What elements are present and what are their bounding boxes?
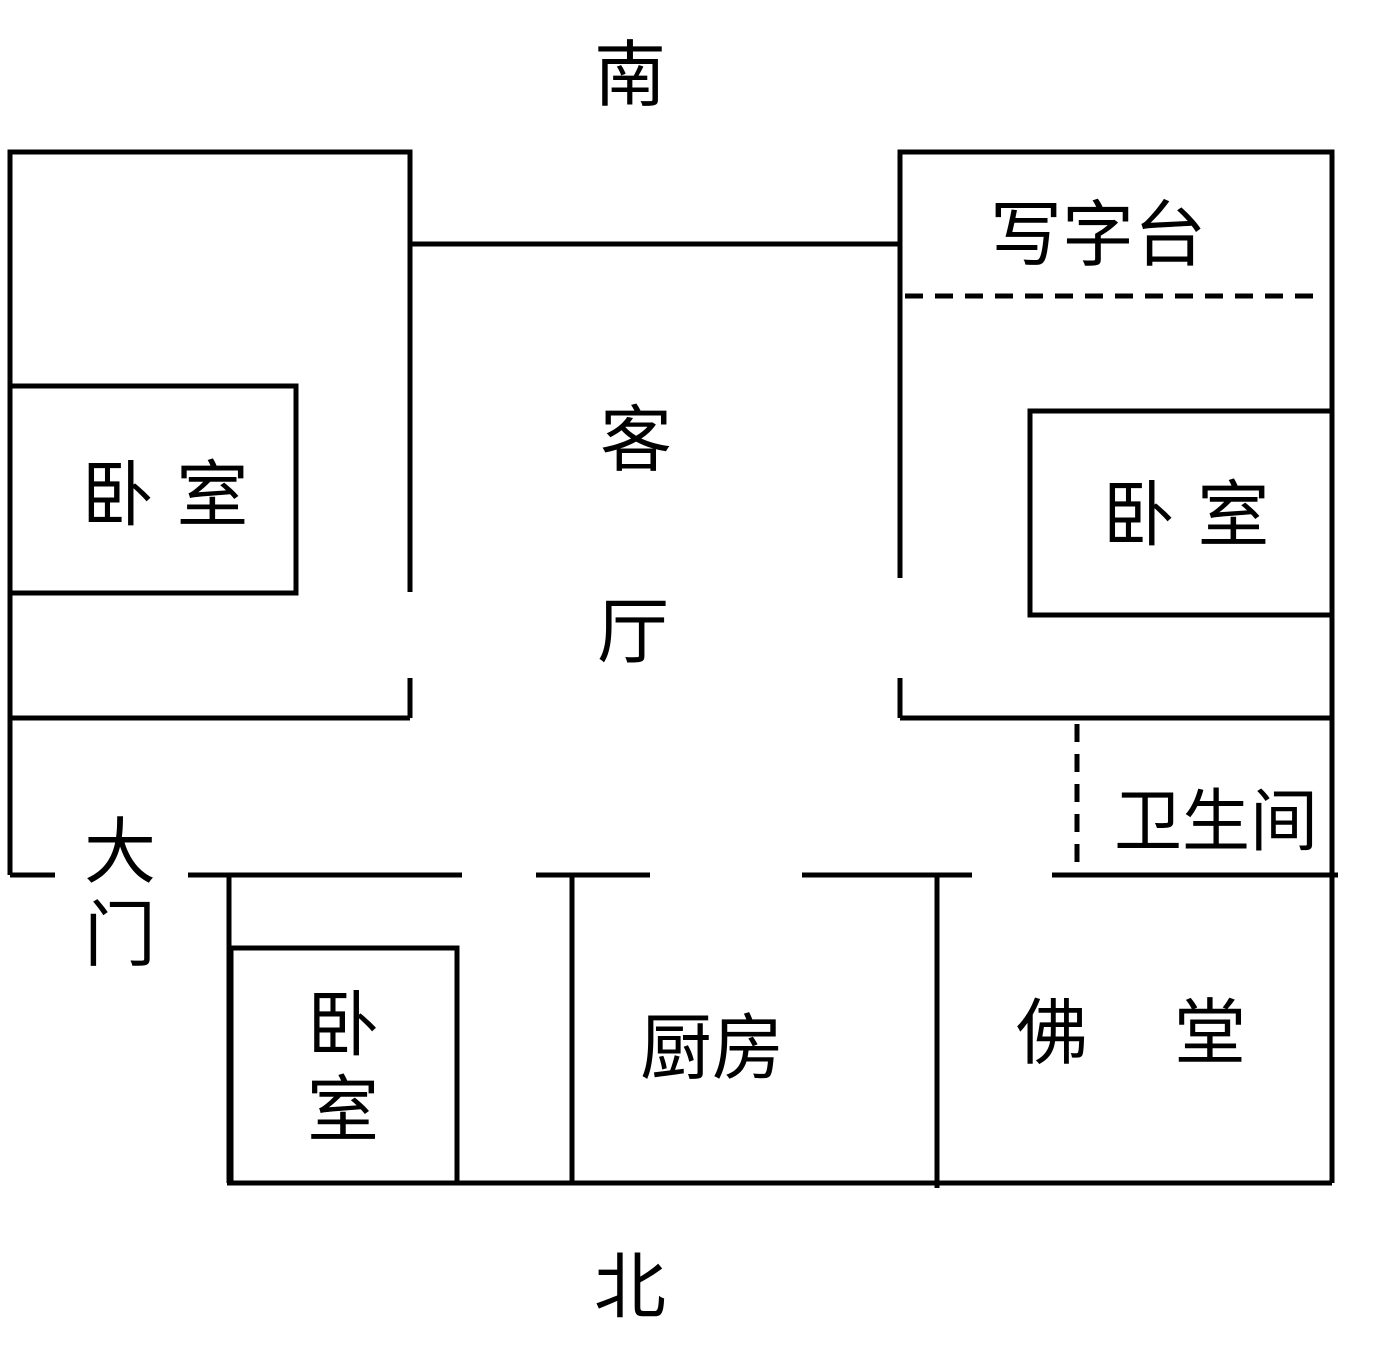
right-wing-wall	[897, 149, 1335, 1183]
bottom-bedroom-box	[228, 945, 460, 1186]
labels: 南 北 客 厅 写字台 卧 室 卧 室 卫生间 大 门 卧 室 厨房 佛 堂	[82, 33, 1318, 1329]
desk-label: 写字台	[990, 193, 1206, 277]
left-bedroom-box	[7, 383, 299, 596]
kitchen-label: 厨房	[640, 1006, 784, 1090]
living-room-label-2: 厅	[597, 590, 669, 674]
walls	[7, 149, 1338, 1188]
bathroom-label: 卫生间	[1114, 783, 1318, 862]
main-door-label-2: 门	[84, 893, 156, 977]
right-bedroom-label: 卧 室	[1103, 473, 1270, 557]
shrine-label-1: 佛	[1016, 991, 1088, 1075]
bottom-bedroom-label-1: 卧	[307, 983, 379, 1067]
main-door-label-1: 大	[84, 810, 156, 894]
left-bedroom-label: 卧 室	[82, 453, 249, 537]
south-label: 南	[594, 33, 666, 117]
shrine-label-2: 堂	[1174, 991, 1246, 1075]
right-bedroom-box	[1027, 408, 1335, 618]
north-label: 北	[594, 1245, 666, 1329]
bottom-bedroom-label-2: 室	[307, 1068, 379, 1152]
living-room-label-1: 客	[600, 398, 672, 482]
